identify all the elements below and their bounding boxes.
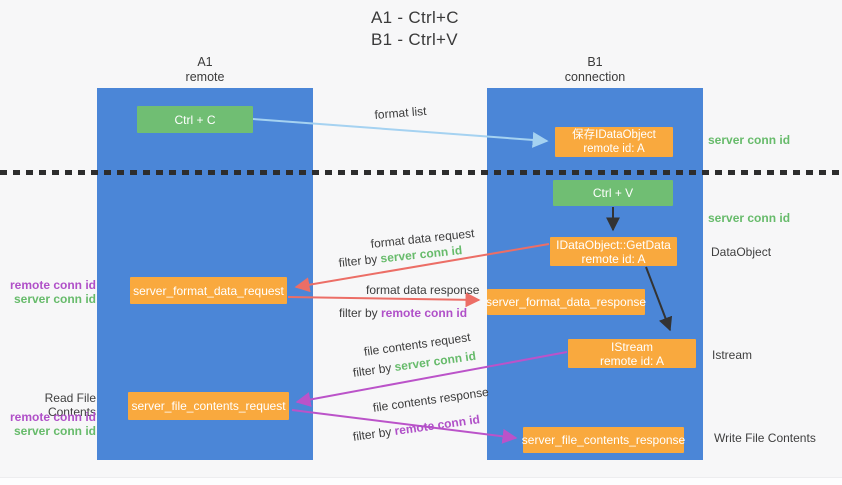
left-column-header: A1 remote	[97, 55, 313, 85]
right-column-header: B1 connection	[487, 55, 703, 85]
server-conn-id-left-label-2: server conn id	[13, 424, 96, 438]
diagram-title: A1 - Ctrl+C B1 - Ctrl+V	[371, 7, 459, 51]
save-idataobject-line1: 保存IDataObject	[572, 129, 656, 141]
bottom-strip	[0, 477, 842, 485]
getdata-line1: IDataObject::GetData	[556, 237, 671, 252]
server-conn-id-right-label-2: server conn id	[708, 211, 791, 225]
remote-conn-id-left-label-2: remote conn id	[9, 410, 96, 424]
format-data-response-label: format data response	[366, 283, 480, 297]
left-conn-id-group-1: remote conn id server conn id	[0, 278, 96, 306]
server-file-contents-request-label: server_file_contents_request	[131, 399, 286, 413]
filter-by-remote-conn-id-label-1: filter by remote conn id	[339, 306, 467, 320]
server-file-contents-response-node: server_file_contents_response	[521, 427, 686, 453]
server-conn-id-left-label-1: server conn id	[13, 292, 96, 306]
file-contents-response-label: file contents response	[372, 384, 490, 415]
istream-side-label: Istream	[712, 348, 753, 362]
left-conn-id-group-2: remote conn id server conn id	[0, 410, 96, 438]
title-line-2: B1 - Ctrl+V	[371, 30, 458, 49]
server-file-contents-response-label: server_file_contents_response	[521, 433, 686, 447]
left-column-subtitle: remote	[185, 70, 225, 84]
ctrl-c-node: Ctrl + C	[137, 106, 253, 133]
server-conn-id-right-label-1: server conn id	[708, 133, 791, 147]
filter-by-text: filter by	[352, 424, 396, 444]
dotted-divider-line	[0, 170, 842, 175]
getdata-line2: remote id: A	[581, 251, 646, 266]
server-format-data-response-node: server_format_data_response	[485, 289, 647, 315]
istream-line2: remote id: A	[599, 353, 665, 368]
format-list-label: format list	[374, 103, 427, 122]
ctrl-c-label: Ctrl + C	[174, 112, 216, 127]
server-file-contents-request-node: server_file_contents_request	[128, 392, 289, 420]
idataobject-getdata-node: IDataObject::GetData remote id: A	[550, 237, 677, 266]
istream-line1: IStream	[610, 339, 653, 354]
filter-by-text: filter by	[339, 306, 382, 320]
server-format-data-response-label: server_format_data_response	[485, 295, 647, 309]
right-column-name: B1	[587, 55, 603, 69]
right-column-subtitle: connection	[564, 70, 626, 84]
dataobject-label: DataObject	[711, 245, 772, 259]
server-format-data-request-label: server_format_data_request	[133, 283, 284, 298]
remote-conn-id-text: remote conn id	[393, 412, 481, 439]
write-file-contents-label: Write File Contents	[714, 431, 816, 445]
ctrl-v-label: Ctrl + V	[592, 186, 634, 200]
left-column-name: A1	[197, 55, 213, 69]
save-idataobject-line2: remote id: A	[583, 143, 645, 155]
istream-node: IStream remote id: A	[568, 339, 696, 368]
save-idataobject-node: 保存IDataObject remote id: A	[555, 127, 673, 157]
ctrl-v-node: Ctrl + V	[553, 180, 673, 206]
filter-by-text: filter by	[338, 251, 382, 270]
filter-by-text: filter by	[352, 360, 396, 380]
filter-by-remote-conn-id-label-2: filter by remote conn id	[352, 412, 481, 444]
remote-conn-id-left-label-1: remote conn id	[9, 278, 96, 292]
server-format-data-request-node: server_format_data_request	[130, 277, 287, 304]
remote-conn-id-text: remote conn id	[381, 306, 468, 320]
format-data-response-arrow	[287, 292, 481, 308]
title-line-1: A1 - Ctrl+C	[371, 8, 459, 27]
read-file-contents-label: Read File Contents	[44, 391, 96, 419]
